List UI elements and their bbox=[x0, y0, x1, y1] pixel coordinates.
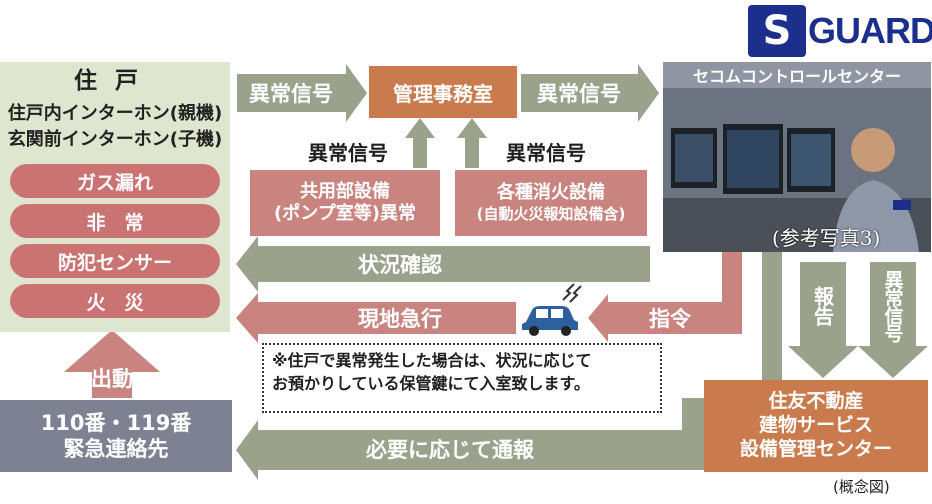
label-signal-up-left: 異常信号 bbox=[308, 140, 388, 165]
label-signal-to-office: 異常信号 bbox=[249, 82, 333, 106]
sumitomo-box: 住友不動産 建物サービス 設備管理センター bbox=[704, 380, 928, 472]
note-line1: ※住戸で異常発生した場合は、状況に応じて bbox=[272, 351, 592, 370]
label-signal-up-right: 異常信号 bbox=[506, 140, 586, 165]
arrow-rush bbox=[236, 293, 516, 343]
arrow-signal-to-center bbox=[521, 64, 659, 122]
sumitomo-line2: 建物サービス bbox=[758, 414, 873, 437]
arrow-status-check bbox=[236, 236, 650, 292]
fire-equipment-line1: 各種消火設備 bbox=[497, 182, 605, 204]
item-fire: 火 災 bbox=[10, 284, 220, 318]
sumitomo-line1: 住友不動産 bbox=[768, 390, 864, 413]
label-report: 報告 bbox=[810, 286, 835, 326]
label-signal-vertical: 異常信号 bbox=[881, 270, 904, 342]
footnote: (概念図) bbox=[833, 478, 890, 496]
sguard-logo: S GUARD bbox=[748, 5, 932, 57]
label-rush: 現地急行 bbox=[358, 307, 442, 331]
label-signal-to-center: 異常信号 bbox=[537, 82, 621, 106]
label-notify: 必要に応じて通報 bbox=[366, 438, 534, 462]
label-instruction: 指令 bbox=[649, 307, 691, 331]
arrow-up-common bbox=[405, 118, 435, 168]
signal-waves-icon bbox=[562, 283, 582, 303]
arrow-dispatch bbox=[64, 330, 160, 398]
logo-text: GUARD bbox=[808, 10, 932, 51]
note-line2: お預かりしている保管鍵にて入室致します。 bbox=[272, 374, 590, 394]
control-center-photo: セコムコントロールセンター bbox=[663, 62, 931, 252]
dwelling-line-child: 玄関前インターホン(子機) bbox=[7, 129, 223, 150]
arrow-signal-to-office bbox=[237, 64, 367, 122]
management-office-box: 管理事務室 bbox=[369, 66, 517, 118]
label-dispatch: 出動 bbox=[91, 367, 133, 391]
operator-image bbox=[663, 88, 931, 252]
secom-center-header: セコムコントロールセンター bbox=[663, 62, 931, 88]
car-icon bbox=[522, 306, 578, 336]
common-equipment-line1: 共用部設備 bbox=[300, 180, 390, 202]
fire-equipment-box: 各種消火設備 (自動火災報知設備含) bbox=[455, 170, 647, 236]
common-equipment-box: 共用部設備 (ポンプ室等)異常 bbox=[250, 170, 440, 236]
emergency-contact-box: 110番・119番 緊急連絡先 bbox=[0, 400, 232, 472]
dwelling-title: 住戸 bbox=[74, 68, 156, 94]
entry-note: ※住戸で異常発生した場合は、状況に応じて お預かりしている保管鍵にて入室致します… bbox=[262, 343, 662, 413]
common-equipment-line2: (ポンプ室等)異常 bbox=[274, 203, 416, 224]
emergency-line1: 110番・119番 bbox=[40, 410, 192, 435]
emergency-line2: 緊急連絡先 bbox=[63, 437, 169, 461]
label-status-check: 状況確認 bbox=[358, 253, 442, 277]
fire-equipment-line2: (自動火災報知設備含) bbox=[476, 204, 626, 223]
arrow-signal-vertical bbox=[858, 262, 928, 378]
arrow-up-fire bbox=[457, 118, 487, 168]
item-gas-leak: ガス漏れ bbox=[10, 164, 220, 198]
item-emergency: 非 常 bbox=[10, 204, 220, 238]
dwelling-line-parent: 住戸内インターホン(親機) bbox=[7, 103, 223, 124]
photo-caption: (参考写真3) bbox=[772, 226, 881, 250]
arrow-instruction bbox=[588, 252, 742, 342]
arrow-report bbox=[788, 262, 858, 378]
logo-letter: S bbox=[748, 5, 806, 57]
sumitomo-line3: 設備管理センター bbox=[739, 437, 892, 460]
item-security-sensor: 防犯センサー bbox=[10, 244, 220, 278]
dwelling-panel: 住戸 住戸内インターホン(親機) 玄関前インターホン(子機) ガス漏れ 非 常 … bbox=[0, 62, 230, 332]
